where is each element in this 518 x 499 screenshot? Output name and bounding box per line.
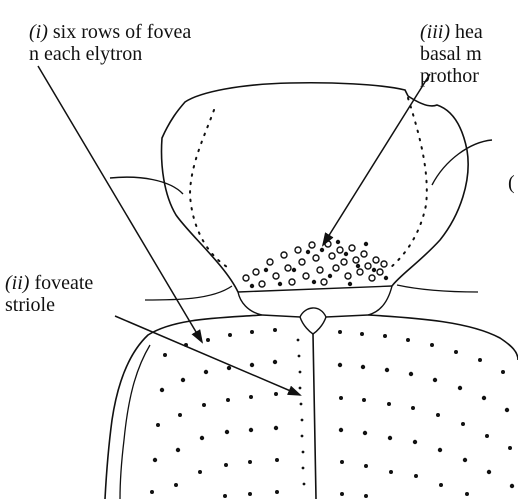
pronotum-dotted-right: [390, 98, 427, 268]
label-iii-text-2: basal m: [420, 43, 483, 65]
label-i-text-1: six rows of fovea: [48, 21, 191, 43]
arrow-iii: [323, 74, 430, 245]
scutellum-tip: [300, 317, 326, 334]
basal-fovea-filled: [250, 240, 388, 288]
seta-left: [110, 177, 183, 194]
pronotum-dotted-left: [190, 110, 232, 270]
seta-right: [432, 140, 492, 185]
elytron-right-outline: [368, 315, 518, 360]
label-basal-fovea-prothorax: (iii) hea basal m prothor: [420, 21, 483, 87]
label-foveate-striole: (ii) foveate striole: [5, 272, 93, 316]
seta-hind-right: [397, 285, 478, 292]
elytron-left-fovea-rows: [150, 328, 279, 498]
label-i-numeral: (i): [29, 21, 48, 43]
label-i-text-2: n each elytron: [29, 43, 191, 65]
arrow-ii: [115, 316, 300, 395]
label-ii-text-1: foveate: [29, 272, 93, 294]
label-six-rows-of-fovea: (i) six rows of fovea n each elytron: [29, 21, 191, 65]
foveate-striole-dots: [297, 339, 306, 486]
label-ii-text-2: striole: [5, 294, 93, 316]
label-ii-numeral: (ii): [5, 272, 29, 294]
label-iii-text-1: hea: [450, 21, 483, 43]
label-cut-off-fragment: (: [508, 172, 515, 194]
label-iii-numeral: (iii): [420, 21, 450, 43]
elytron-right-fovea-rows: [338, 330, 514, 498]
elytron-left-inner: [120, 345, 150, 499]
label-iii-text-3: prothor: [420, 65, 483, 87]
elytral-suture: [313, 334, 316, 499]
seta-hind-left: [145, 286, 232, 300]
